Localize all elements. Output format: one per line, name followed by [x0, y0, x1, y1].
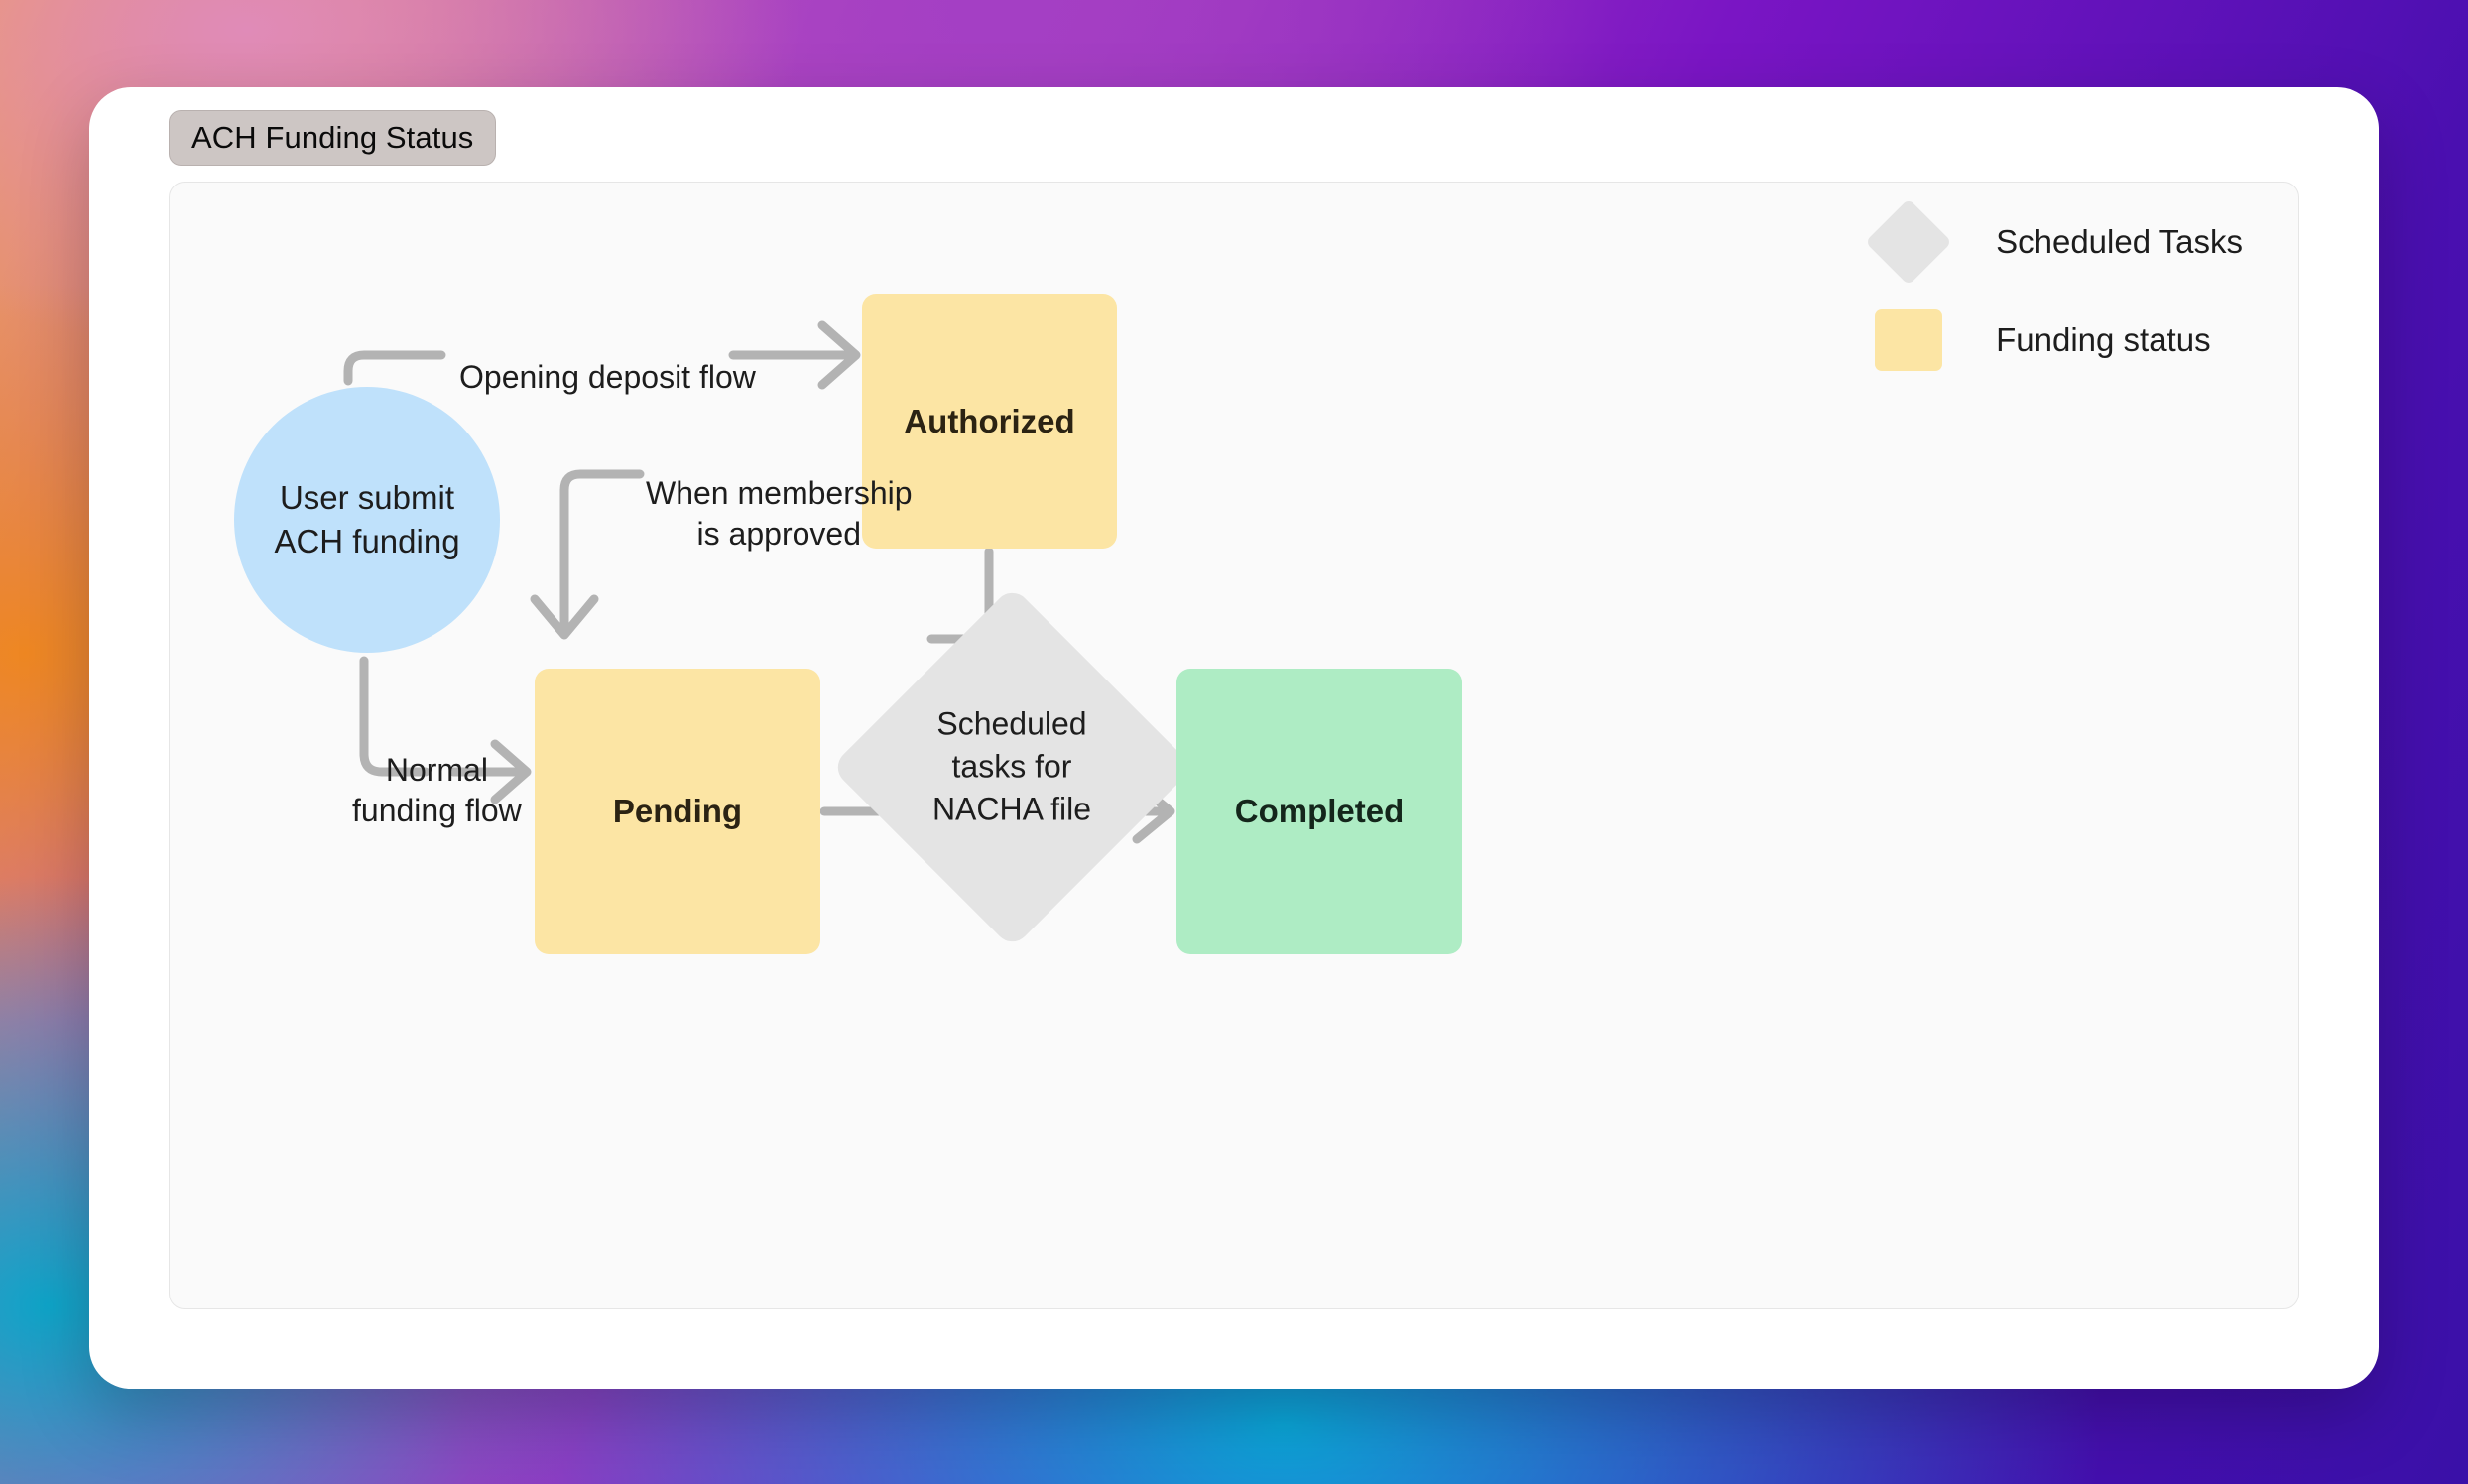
edge-label-when-membership-approved: When membership is approved [646, 473, 913, 555]
edge-authorized-to-pending-b [559, 469, 645, 636]
node-label-line-2: tasks for [952, 748, 1072, 785]
edge-label-line-1: When membership [646, 475, 913, 511]
diamond-icon [1865, 198, 1952, 286]
edge-user-to-pending-a [359, 656, 431, 777]
node-authorized[interactable]: Authorized [862, 294, 1117, 549]
node-user-submit-ach-funding[interactable]: User submit ACH funding [234, 387, 500, 653]
window-title: ACH Funding Status [169, 110, 497, 166]
node-pending[interactable]: Pending [535, 669, 820, 954]
legend: Scheduled Tasks Funding status [1863, 198, 2243, 371]
node-label: Completed [1234, 793, 1405, 829]
edge-label-normal-funding-flow: Normal funding flow [352, 750, 522, 831]
edge-label-line-2: funding flow [352, 792, 522, 828]
square-icon [1875, 309, 1943, 371]
legend-item-funding-status: Funding status [1863, 309, 2243, 371]
node-label: Pending [612, 793, 743, 829]
legend-swatch-wrap [1863, 309, 1954, 371]
edge-label-text: Opening deposit flow [459, 359, 756, 395]
edge-label-opening-deposit-flow: Opening deposit flow [459, 357, 756, 398]
node-label-line-2: ACH funding [274, 523, 460, 559]
diagram-canvas[interactable]: User submit ACH funding Authorized Pendi… [169, 182, 2299, 1309]
node-label-group: Scheduled tasks for NACHA file [932, 703, 1091, 832]
legend-label: Scheduled Tasks [1996, 223, 2243, 260]
edge-label-line-2: is approved [696, 515, 861, 552]
node-label: Authorized [904, 402, 1075, 439]
edge-user-to-authorized-a [343, 350, 446, 386]
edge-label-line-1: Normal [385, 752, 488, 788]
edge-arrowhead-authorized [817, 320, 861, 390]
node-label-line-3: NACHA file [932, 792, 1092, 828]
edge-arrowhead-pending-left [490, 739, 532, 804]
legend-item-scheduled-tasks: Scheduled Tasks [1863, 198, 2243, 286]
node-label-line-1: Scheduled [936, 705, 1088, 742]
node-completed[interactable]: Completed [1176, 669, 1462, 954]
window-card: ACH Funding Status [89, 87, 2379, 1389]
legend-label: Funding status [1996, 321, 2211, 358]
legend-swatch-wrap [1863, 198, 1954, 286]
node-label-line-1: User submit [279, 479, 455, 517]
edge-arrowhead-pending-top [530, 594, 599, 640]
